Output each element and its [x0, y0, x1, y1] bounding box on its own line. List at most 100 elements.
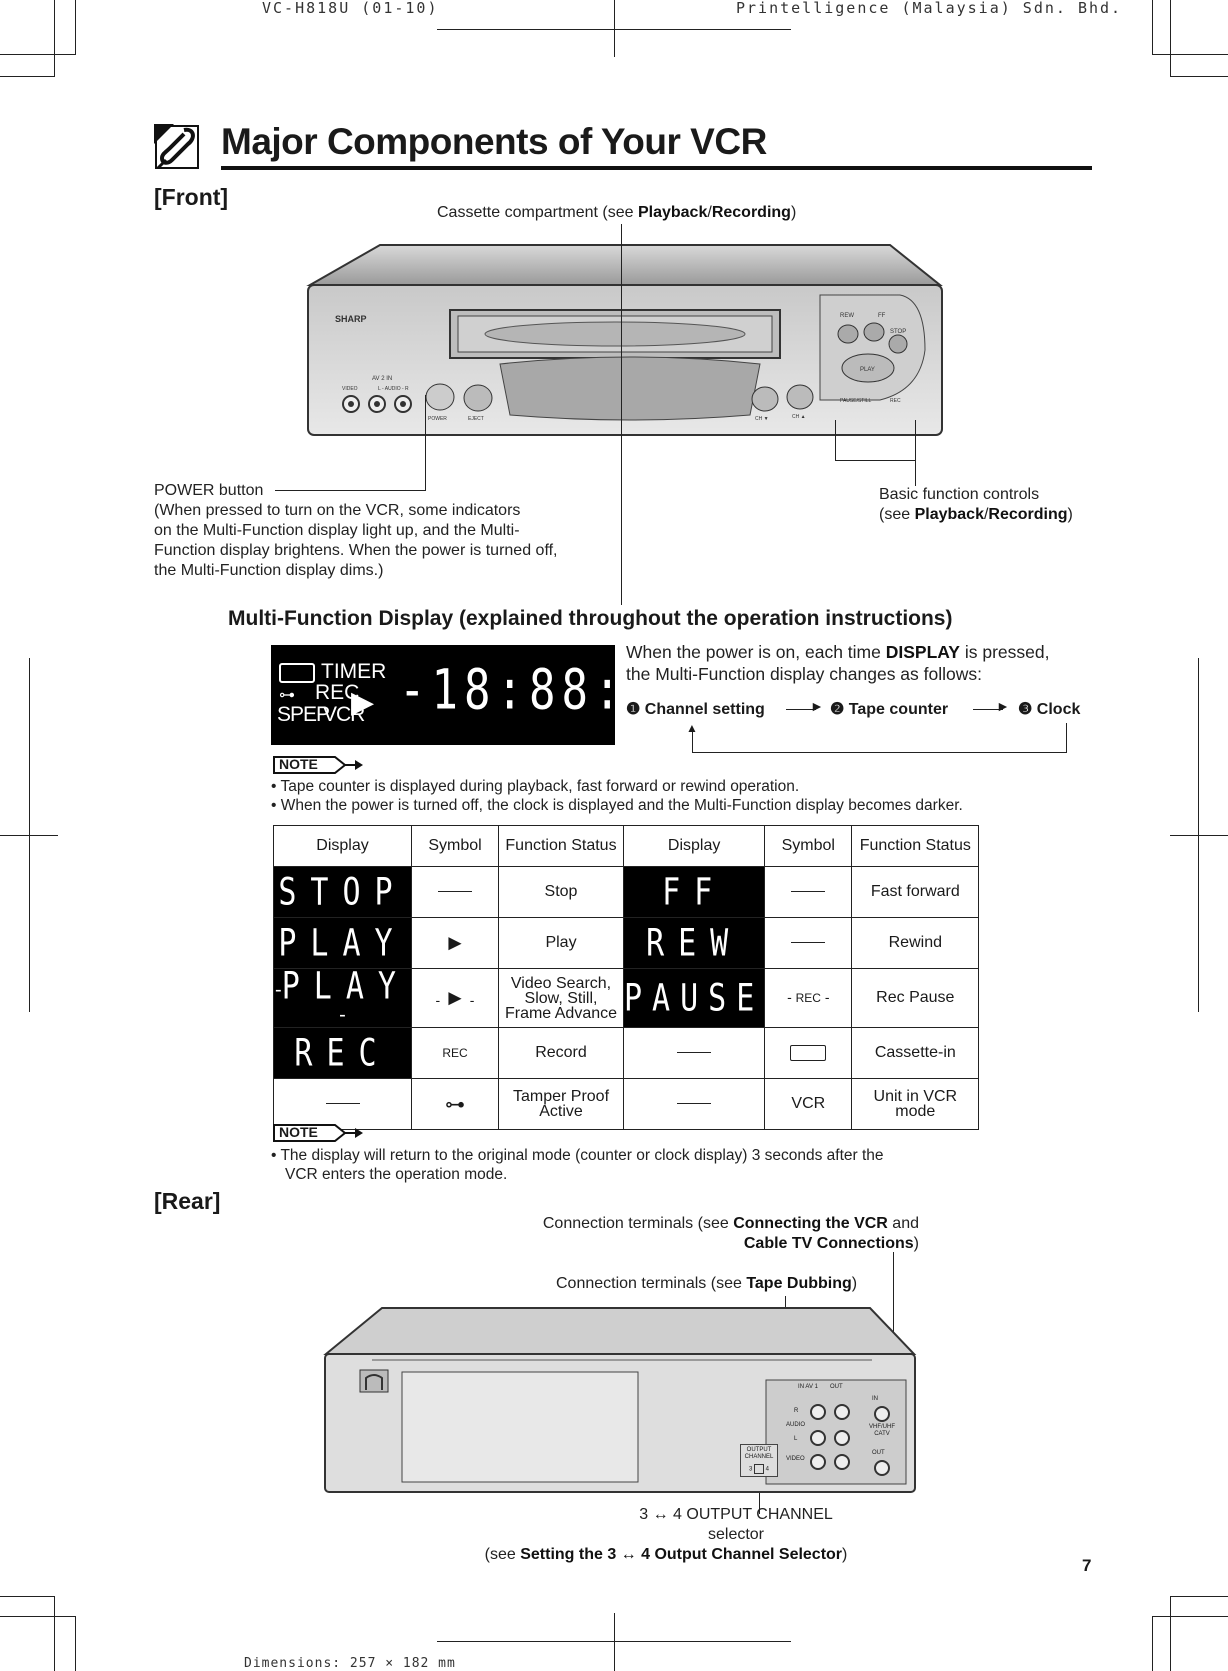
crop-mark [614, 1613, 615, 1671]
svg-text:CH ▼: CH ▼ [755, 416, 769, 422]
svg-text:AV 2 IN: AV 2 IN [372, 376, 392, 382]
col-header: Symbol [764, 825, 853, 867]
display-cell: REW [622, 917, 766, 969]
crop-mark [437, 1641, 791, 1642]
crop-mark [0, 76, 55, 77]
svg-text:L - AUDIO - R: L - AUDIO - R [378, 386, 409, 392]
pen-icon [154, 124, 200, 170]
table-row: ⊶ Tamper Proof Active VCR Unit in VCR mo… [273, 1078, 980, 1130]
lcd-timer: TIMER [321, 660, 387, 683]
function-cell: Cassette-in [851, 1027, 980, 1079]
crop-mark [1170, 1596, 1171, 1671]
display-cell: FF [622, 866, 766, 918]
symbol-cell [411, 866, 499, 918]
col-header: Display [273, 825, 412, 867]
connection-terminals-label-2: Connection terminals (see Tape Dubbing) [556, 1275, 858, 1292]
svg-text:STOP: STOP [890, 329, 906, 335]
video-in-jack [810, 1454, 826, 1470]
svg-text:SHARP: SHARP [335, 314, 367, 324]
leader-line [425, 395, 426, 491]
note1-line2: • When the power is turned off, the cloc… [271, 797, 963, 814]
page-number: 7 [1082, 1556, 1092, 1575]
arrow-right-icon: ► [996, 698, 1010, 714]
leader-line [915, 420, 916, 486]
function-cell: Rec Pause [851, 968, 980, 1028]
crop-mark [1152, 1616, 1228, 1617]
note-badge: NOTE [273, 1124, 363, 1147]
mfd-intro: When the power is on, each time DISPLAY … [626, 642, 1050, 684]
video-label: VIDEO [786, 1456, 805, 1462]
header-model: VC-H818U (01-10) [262, 0, 439, 17]
vcr-rear-illustration: IN AV 1 OUT IN R AUDIO L VIDEO VHF/UHF C… [322, 1304, 918, 1496]
crop-mark [0, 1596, 55, 1597]
svg-text:EJECT: EJECT [468, 416, 484, 422]
col-header: Function Status [851, 825, 980, 867]
crop-mark [1170, 76, 1228, 77]
crop-mark [75, 1616, 76, 1671]
col-header: Display [622, 825, 766, 867]
function-cell: Video Search, Slow, Still, Frame Advance [498, 968, 624, 1028]
table-row: REC REC Record Cassette-in [273, 1027, 980, 1079]
crop-mark [54, 0, 55, 77]
svg-text:FF: FF [878, 313, 886, 319]
rf-out-jack [874, 1460, 890, 1476]
function-cell: Fast forward [851, 866, 980, 918]
leader-line [835, 420, 836, 460]
cassette-icon [764, 1027, 853, 1079]
audio-r-in-jack [810, 1404, 826, 1420]
video-out-jack [834, 1454, 850, 1470]
arrow-line [786, 709, 816, 710]
function-cell: Play [498, 917, 624, 969]
leader-line [621, 224, 622, 605]
lcd-vcr: VCR [323, 703, 365, 726]
function-cell: Rewind [851, 917, 980, 969]
blinking-play-icon: - ► - [411, 968, 499, 1028]
blinking-rec-icon: - REC - [764, 968, 853, 1028]
crop-mark [1170, 835, 1228, 836]
step-tape-counter: ❷ Tape counter [830, 701, 949, 718]
table-row: STOP Stop FF Fast forward [273, 866, 980, 918]
r-label: R [794, 1408, 799, 1414]
in-av1-label: IN AV 1 [798, 1384, 818, 1390]
note1-line1: • Tape counter is displayed during playb… [271, 778, 800, 795]
output-channel-box: OUTPUT CHANNEL 3 4 [740, 1444, 778, 1477]
crop-mark [1152, 1616, 1153, 1671]
title-rule [221, 166, 1092, 170]
basic-controls-label: Basic function controls (see Playback/Re… [879, 486, 1073, 523]
loop-line [692, 730, 693, 753]
svg-text:REW: REW [840, 313, 854, 319]
function-cell: Tamper Proof Active [498, 1078, 624, 1130]
rf-in-jack [874, 1406, 890, 1422]
function-cell: Record [498, 1027, 624, 1079]
power-button-description: POWER button (When pressed to turn on th… [154, 482, 558, 579]
output-channel-selector-label: 3 ↔ 4 OUTPUT CHANNEL selector (see Setti… [484, 1506, 848, 1563]
arrow-right-icon: ► [810, 698, 824, 714]
leader-line [835, 460, 915, 461]
note2-line2: VCR enters the operation mode. [285, 1166, 508, 1183]
vcr-front-illustration: SHARP AV 2 IN VIDEO L - AUDIO - R POWER … [300, 240, 950, 450]
col-header: Function Status [498, 825, 624, 867]
key-icon: ⊶ [279, 687, 295, 704]
display-cell [622, 1078, 766, 1130]
crop-mark [1170, 0, 1171, 77]
display-cell: PAUSE [622, 968, 766, 1028]
note2-line1: • The display will return to the origina… [271, 1147, 884, 1164]
svg-text:VIDEO: VIDEO [342, 386, 358, 392]
table-row: PLAY ► Play REW Rewind [273, 917, 980, 969]
footer-dimensions: Dimensions: 257 × 182 mm [244, 1656, 456, 1671]
leader-line [275, 490, 425, 491]
crop-mark [75, 0, 76, 55]
rear-heading: [Rear] [154, 1188, 221, 1214]
cassette-label: Cassette compartment (see Playback/Recor… [437, 204, 797, 221]
crop-mark [437, 29, 791, 30]
rec-icon: REC [411, 1027, 499, 1079]
arrow-up-icon: ▲ [686, 721, 698, 735]
table-row: -PLAY- - ► - Video Search, Slow, Still, … [273, 965, 980, 1028]
crop-mark [29, 658, 30, 1012]
display-function-table: Display Symbol Function Status Display S… [273, 825, 980, 1130]
svg-text:PAUSE/STILL: PAUSE/STILL [840, 398, 872, 404]
out-label: OUT [830, 1384, 843, 1390]
svg-text:REC: REC [890, 398, 901, 404]
crop-mark [0, 1616, 76, 1617]
display-cell: STOP [273, 866, 412, 918]
